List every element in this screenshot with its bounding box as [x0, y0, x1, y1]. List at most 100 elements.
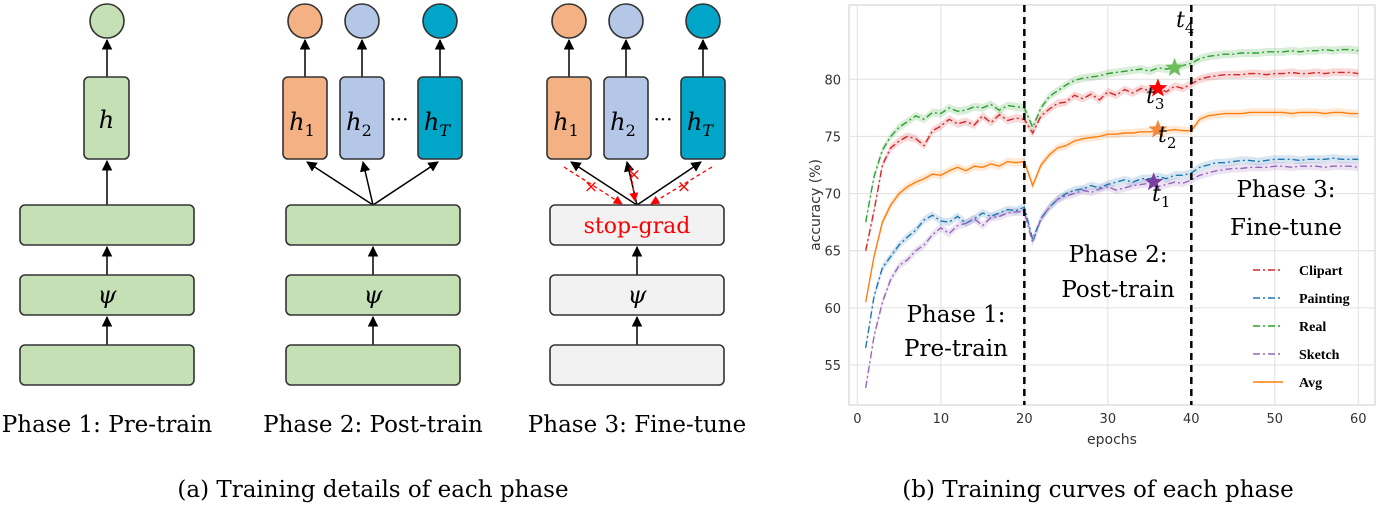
panel-a-caption: (a) Training details of each phase: [177, 477, 568, 503]
x-axis-label: epochs: [1087, 432, 1137, 448]
series-lines: [865, 48, 1359, 388]
phase2-arrow-split-2: [360, 160, 374, 206]
phase2-arrow-split-T: [372, 161, 439, 206]
phase1-label: Phase 1: Pre-train: [2, 412, 213, 438]
y-tick-label: 70: [824, 188, 841, 203]
star-t4: [1165, 57, 1185, 76]
x-tick-label: 40: [1183, 412, 1200, 427]
y-tick-label: 65: [824, 245, 841, 260]
x-tick-label: 10: [933, 412, 950, 427]
x-tick-label: 0: [853, 412, 861, 427]
phase1-annotation-line1: Phase 1:: [906, 302, 1005, 328]
phase3-arrow-split-T: [636, 161, 702, 206]
legend-label-sketch: Sketch: [1299, 348, 1340, 363]
x-tick-label: 30: [1100, 412, 1117, 427]
y-tick-label: 60: [824, 302, 841, 317]
phase3-stopgrad-layer: [549, 204, 725, 246]
series-line-clipart: [865, 71, 1359, 251]
phase2-label: Phase 2: Post-train: [263, 412, 483, 438]
legend-label-clipart: Clipart: [1299, 264, 1343, 279]
phase2-backbone-layer: [285, 274, 461, 316]
phase3-cross-1: ×: [584, 177, 598, 197]
phase1-feature-layer: [19, 204, 195, 246]
star-t2: [1148, 119, 1168, 138]
phase1-output-node: [89, 3, 125, 39]
panel-a: h ψ Phase 1: Pre-train h1 h2 ··· hT: [2, 3, 746, 503]
phase3-label: Phase 3: Fine-tune: [528, 412, 746, 438]
phase3-cross-2: ×: [627, 165, 641, 185]
phase2-dots: ···: [389, 107, 408, 131]
legend-label-painting: Painting: [1299, 292, 1350, 307]
phase3-diagram: h1 h2 ··· hT × × × stop-grad ψ Phase 3: …: [528, 3, 746, 438]
y-tick-label: 55: [824, 359, 841, 374]
star-label-t3: t3: [1146, 84, 1164, 113]
phase3-head-box-T: [680, 76, 726, 160]
y-tick-label: 80: [824, 73, 841, 88]
x-tick-label: 60: [1350, 412, 1367, 427]
phase1-head-label: h: [99, 106, 114, 134]
phase2-output-node-1: [287, 3, 323, 39]
phase3-grad-arrow-2: [629, 166, 639, 202]
axis-ticks: 0 10 20 30 40 50 60 55 60 65 70 75 80: [824, 73, 1366, 427]
phase3-grad-arrow-1: [563, 166, 623, 205]
phase3-dots: ···: [653, 107, 672, 131]
phase1-diagram: h ψ Phase 1: Pre-train: [2, 3, 213, 438]
phase2-arrow-split-1: [306, 161, 374, 206]
phase3-head-label-T: hT: [687, 108, 714, 140]
legend-label-avg: Avg: [1299, 376, 1322, 391]
phase3-annotation-line1: Phase 3:: [1236, 177, 1335, 203]
phase3-output-node-1: [551, 3, 587, 39]
phase2-backbone-label: ψ: [364, 281, 384, 309]
y-tick-label: 75: [824, 130, 841, 145]
phase3-head-box-1: [546, 76, 592, 160]
phase2-head-label-1: h1: [289, 108, 315, 140]
star-t3: [1148, 78, 1168, 97]
x-tick-label: 20: [1016, 412, 1033, 427]
phase1-backbone-label: ψ: [98, 281, 118, 309]
phase2-output-node-T: [422, 3, 458, 39]
phase3-arrow-split-1: [570, 161, 638, 206]
phase2-head-box-T: [417, 76, 463, 160]
grid-lines: [849, 5, 1375, 405]
x-tick-label: 50: [1267, 412, 1284, 427]
star-label-t1: t1: [1152, 182, 1170, 211]
phase1-head-box: [83, 76, 130, 160]
phase1-backbone-layer: [19, 274, 195, 316]
phase3-head-label-2: h2: [610, 108, 636, 140]
y-axis-label: accuracy (%): [808, 159, 824, 251]
plot-background: [848, 4, 1376, 406]
star-markers: [1144, 57, 1185, 191]
phase3-input-layer: [549, 344, 725, 386]
star-label-t2: t2: [1158, 123, 1176, 152]
phase2-head-box-1: [282, 76, 328, 160]
phase3-head-label-1: h1: [553, 108, 579, 140]
phase2-head-label-T: hT: [424, 108, 451, 140]
star-label-t4: t4: [1176, 8, 1194, 37]
phase3-output-node-2: [608, 3, 644, 39]
phase-boundaries: [1023, 5, 1193, 405]
phase2-diagram: h1 h2 ··· hT ψ Phase 2: Post-train: [263, 3, 483, 438]
phase2-head-box-2: [339, 76, 385, 160]
panel-b-caption: (b) Training curves of each phase: [902, 477, 1293, 503]
panel-b: 0 10 20 30 40 50 60 55 60 65 70 75 80 accuracy (%) e…: [808, 4, 1376, 503]
phase3-backbone-label: ψ: [628, 281, 648, 309]
series-line-sketch: [865, 165, 1359, 388]
phase3-annotation-line2: Fine-tune: [1230, 215, 1342, 241]
phase3-backbone-layer: [549, 274, 725, 316]
phase2-annotation-line1: Phase 2:: [1068, 242, 1167, 268]
phase3-stopgrad-label: stop-grad: [584, 214, 691, 239]
series-line-real: [865, 48, 1359, 223]
star-t1: [1144, 172, 1164, 191]
series-line-avg: [865, 111, 1359, 303]
phase2-annotation-line2: Post-train: [1061, 277, 1175, 303]
phase3-cross-T: ×: [677, 177, 691, 197]
phase2-input-layer: [285, 344, 461, 386]
phase3-output-node-T: [685, 3, 721, 39]
phase1-annotation-line2: Pre-train: [904, 336, 1008, 362]
phase3-head-box-2: [603, 76, 649, 160]
phase3-grad-arrow-T: [650, 166, 713, 205]
phase2-feature-layer: [285, 204, 461, 246]
